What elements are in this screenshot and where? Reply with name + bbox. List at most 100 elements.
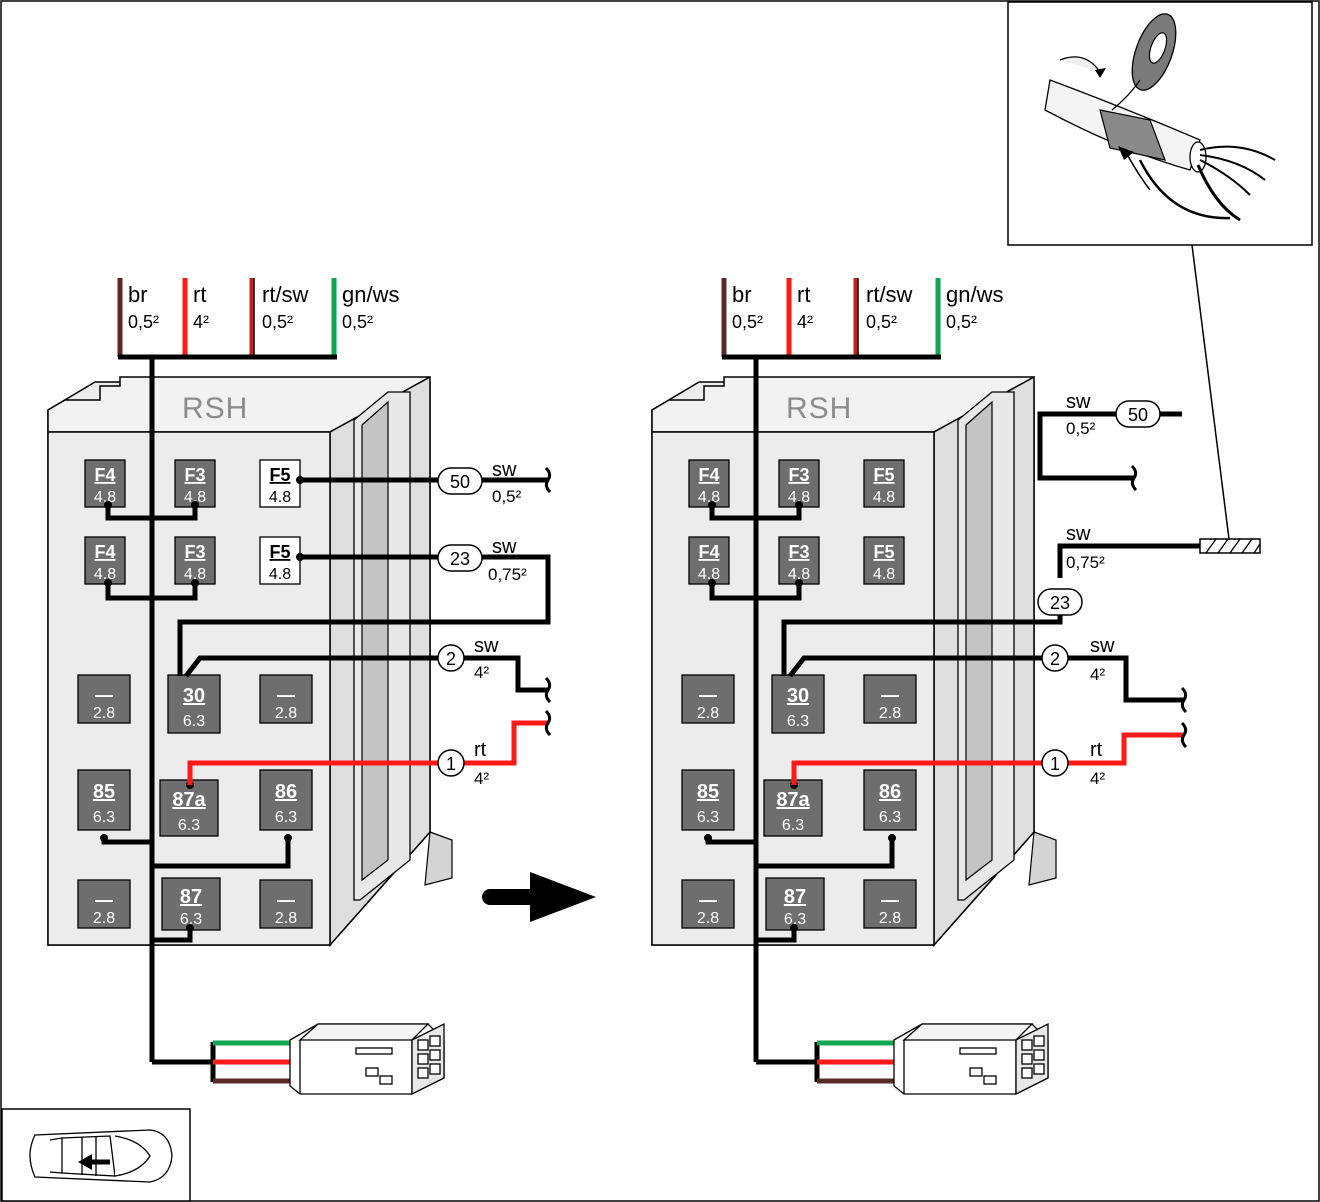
svg-text:2.8: 2.8 [879, 910, 901, 927]
tape-roll-icon [1044, 13, 1276, 222]
wire-50-size: 0,5² [492, 487, 522, 506]
pin-87: 87 6.3 [765, 877, 825, 931]
pin-blank-2.8-c: — 2.8 [681, 879, 735, 929]
wire-50-color: sw [492, 459, 517, 481]
pin-87a: 87a 6.3 [763, 779, 823, 837]
plug-connector [893, 1022, 1049, 1096]
callout-leader-line [1191, 244, 1230, 540]
wire-1-break [1180, 721, 1188, 749]
label-gnws: gn/ws [946, 282, 1003, 307]
wire-50-break [1130, 464, 1138, 492]
pin-f5-bottom: F5 4.8 [863, 536, 905, 585]
pin-87a: 87a 6.3 [159, 779, 219, 837]
housing-label: RSH [786, 392, 852, 425]
svg-text:2.8: 2.8 [697, 705, 719, 722]
wire-1-color: rt [1090, 739, 1103, 761]
wire-50-line [1037, 411, 1118, 470]
wire-23-callout: 23 [437, 544, 483, 572]
wire-2-break [1180, 686, 1188, 714]
wire-1-color: rt [474, 739, 487, 761]
wire-50-callout: 50 [437, 467, 483, 495]
wire-2-line [184, 655, 438, 678]
wire-2-size: 4² [1090, 665, 1105, 684]
svg-text:85: 85 [697, 781, 719, 803]
svg-text:—: — [277, 685, 295, 705]
housing-rail-slot [361, 400, 389, 882]
pin-f3-bottom: F3 4.8 [174, 536, 216, 585]
svg-text:87: 87 [784, 886, 806, 908]
wire-2-line [788, 655, 1042, 678]
pin-85: 85 6.3 [681, 769, 735, 831]
svg-text:23: 23 [450, 549, 470, 569]
label-rtsw: rt/sw [262, 282, 309, 307]
label-rtsw-size: 0,5² [262, 312, 293, 332]
svg-text:4.8: 4.8 [873, 566, 895, 583]
wire-23-size: 0,75² [488, 565, 527, 584]
pin-blank-2.8-b: — 2.8 [259, 674, 313, 724]
svg-text:23: 23 [1050, 593, 1070, 613]
label-gnws-size: 0,5² [342, 312, 373, 332]
svg-text:2.8: 2.8 [275, 705, 297, 722]
svg-text:4.8: 4.8 [94, 489, 116, 506]
svg-text:6.3: 6.3 [879, 809, 901, 826]
pin-30: 30 6.3 [771, 674, 825, 734]
pin-f4-bottom: F4 4.8 [84, 536, 126, 585]
housing-foot [424, 831, 453, 886]
svg-text:6.3: 6.3 [697, 809, 719, 826]
label-rtsw-size: 0,5² [866, 312, 897, 332]
wire-50-callout: 50 [1115, 400, 1161, 428]
svg-text:F4: F4 [698, 465, 719, 485]
svg-text:—: — [699, 685, 717, 705]
label-rt-size: 4² [797, 312, 813, 332]
wire-2-color: sw [1090, 635, 1115, 657]
svg-text:F4: F4 [94, 465, 115, 485]
svg-text:6.3: 6.3 [178, 817, 200, 834]
svg-text:4.8: 4.8 [873, 489, 895, 506]
svg-text:4.8: 4.8 [698, 566, 720, 583]
svg-text:6.3: 6.3 [275, 809, 297, 826]
wire-1-size: 4² [1090, 769, 1105, 788]
svg-text:F5: F5 [269, 542, 290, 562]
wire-23-color: sw [492, 536, 517, 558]
svg-text:2.8: 2.8 [93, 910, 115, 927]
svg-text:F3: F3 [788, 465, 809, 485]
pin-blank-2.8-b: — 2.8 [863, 674, 917, 724]
label-br-size: 0,5² [128, 312, 159, 332]
svg-text:6.3: 6.3 [782, 817, 804, 834]
pin-f3-bottom: F3 4.8 [778, 536, 820, 585]
pin-f4-bottom: F4 4.8 [688, 536, 730, 585]
pin-blank-2.8-a: — 2.8 [681, 674, 735, 724]
wire-23-line [1057, 543, 1200, 578]
svg-text:—: — [95, 685, 113, 705]
label-br: br [732, 282, 752, 307]
svg-text:30: 30 [183, 685, 205, 707]
label-br: br [128, 282, 148, 307]
housing-foot [1028, 831, 1057, 886]
wire-50-size: 0,5² [1066, 419, 1096, 438]
label-rt: rt [797, 282, 810, 307]
label-gnws-size: 0,5² [946, 312, 977, 332]
wire-50-break [544, 466, 552, 494]
wire-2-color: sw [474, 635, 499, 657]
pin-f4-top: F4 4.8 [84, 459, 126, 508]
svg-text:50: 50 [450, 472, 470, 492]
svg-text:F4: F4 [698, 542, 719, 562]
pin-86: 86 6.3 [863, 769, 917, 831]
wire-50-drop [1037, 470, 1134, 481]
svg-text:2: 2 [446, 649, 456, 669]
pin-f5-top: F5 4.8 [259, 459, 301, 508]
wire-2-end [1068, 655, 1184, 703]
svg-text:2.8: 2.8 [93, 705, 115, 722]
pin-blank-2.8-c: — 2.8 [77, 879, 131, 929]
label-rt-size: 4² [193, 312, 209, 332]
svg-text:4.8: 4.8 [788, 566, 810, 583]
pin-85: 85 6.3 [77, 769, 131, 831]
wire-1-end [1068, 732, 1184, 766]
svg-text:6.3: 6.3 [180, 911, 202, 928]
svg-text:2.8: 2.8 [275, 910, 297, 927]
svg-text:87a: 87a [172, 789, 206, 811]
svg-text:4.8: 4.8 [184, 489, 206, 506]
car-top-view-icon [29, 1129, 173, 1183]
